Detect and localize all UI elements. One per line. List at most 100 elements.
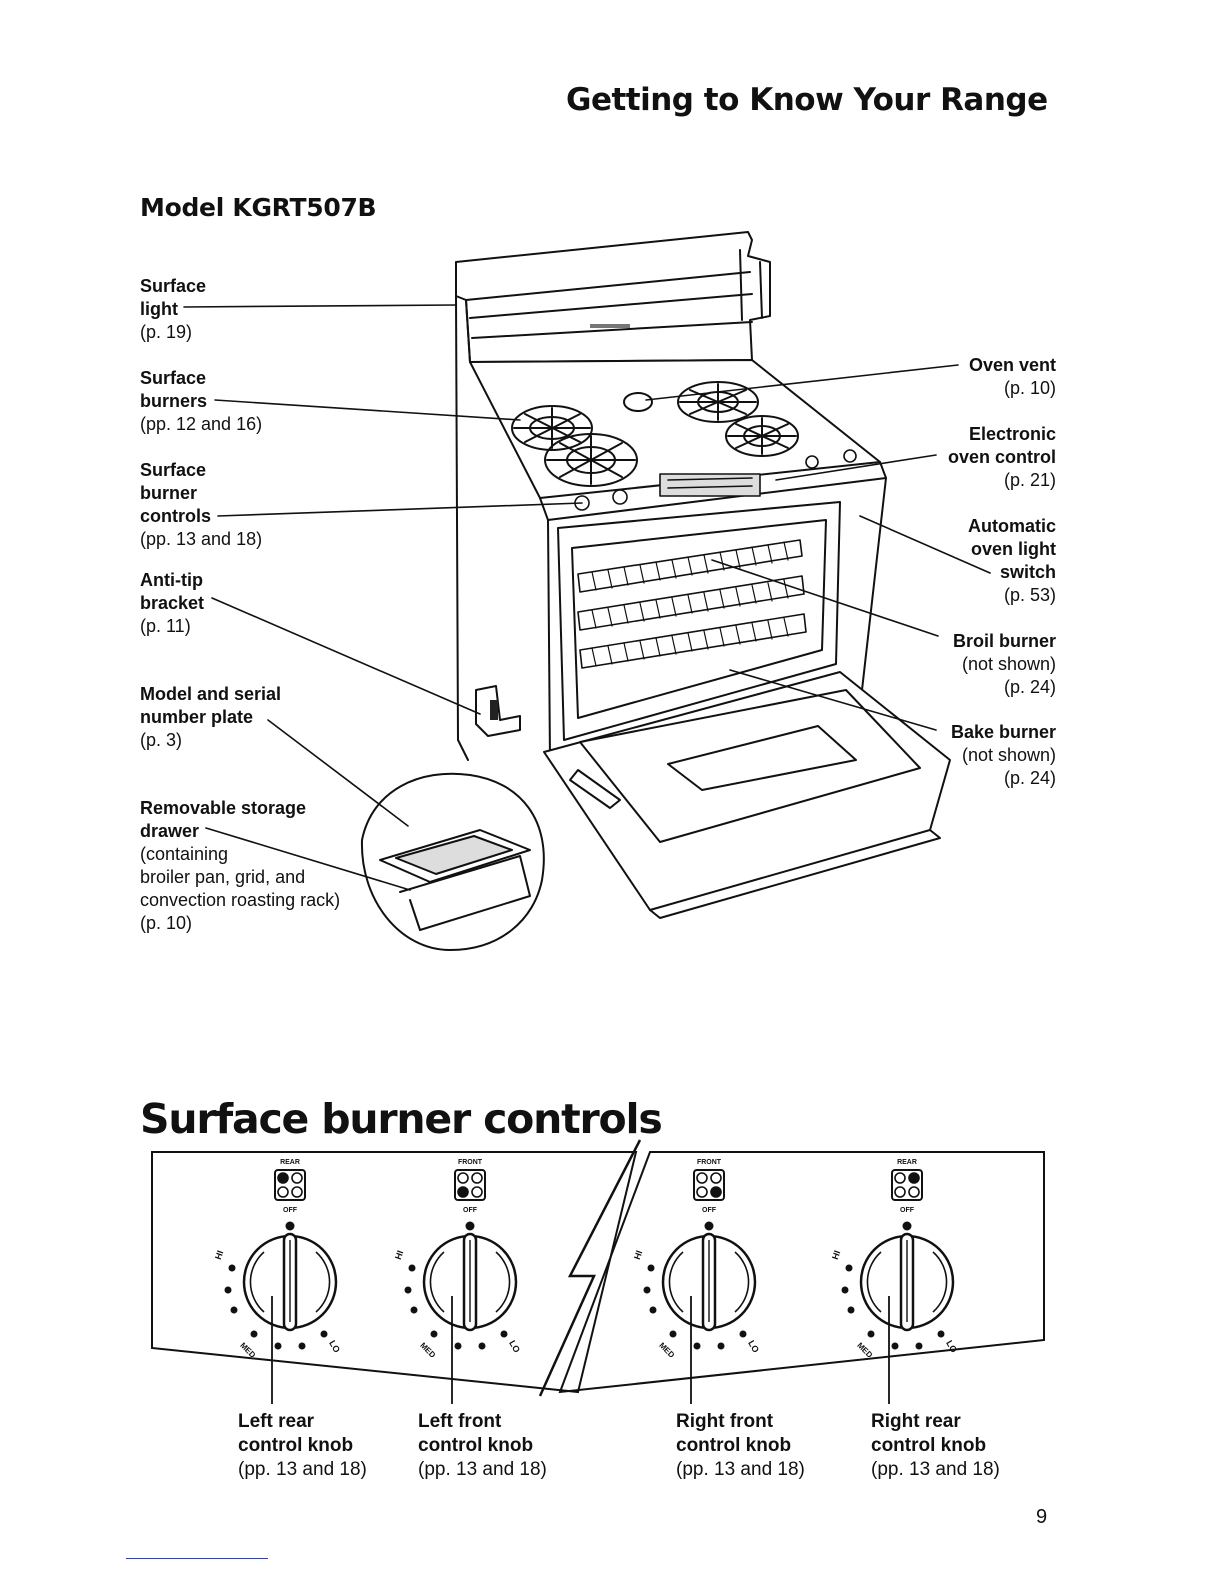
knob-label-left-front: Left front control knob (pp. 13 and 18) xyxy=(418,1410,547,1482)
leader-lines xyxy=(183,304,991,891)
burner-indicator-dot xyxy=(291,1186,303,1198)
burner-grates xyxy=(511,381,799,487)
callout-label: Surface xyxy=(140,276,207,296)
heat-setting-dot xyxy=(230,1306,238,1314)
callout-label: light xyxy=(140,299,178,319)
knob-rim-arc xyxy=(668,1251,684,1313)
burner-indicator-icon xyxy=(274,1169,306,1201)
burner-position-label: REAR xyxy=(897,1159,917,1166)
callout-page-ref: (p. 19) xyxy=(140,322,193,342)
callout-oven-vent: Oven vent (p. 10) xyxy=(900,354,1056,400)
heat-setting-dot xyxy=(937,1330,945,1338)
callout-label: Anti-tip xyxy=(140,570,203,590)
callout-label: Oven vent xyxy=(968,355,1056,375)
knob-rim-arc xyxy=(429,1251,445,1313)
off-position-dot xyxy=(285,1221,295,1231)
callout-page-ref: (not shown) xyxy=(961,654,1056,674)
heat-setting-dot xyxy=(454,1342,462,1350)
heat-setting-dot xyxy=(228,1264,236,1272)
callout-page-ref: (pp. 13 and 18) xyxy=(140,529,263,549)
knob-rim-arc xyxy=(315,1251,331,1313)
left-panel-outline xyxy=(151,1151,638,1394)
callout-page-ref: (not shown) xyxy=(961,745,1056,765)
burner-indicator-dot xyxy=(696,1172,708,1184)
heat-setting-dot xyxy=(320,1330,328,1338)
storage-drawer-inset xyxy=(360,772,545,951)
med-label: MED xyxy=(855,1341,874,1360)
med-label: MED xyxy=(418,1341,437,1360)
callout-label: oven light xyxy=(971,539,1056,559)
model-heading: Model KGRT507B xyxy=(140,193,377,222)
burner-indicator-icon xyxy=(891,1169,923,1201)
callout-page-ref: (p. 10) xyxy=(140,913,193,933)
callout-anti-tip-bracket: Anti-tip bracket (p. 11) xyxy=(140,569,204,638)
callout-page-ref: (p. 11) xyxy=(140,616,191,636)
lo-label: LO xyxy=(944,1339,959,1355)
burner-indicator-dot xyxy=(710,1172,722,1184)
callout-label: Model and serial xyxy=(140,684,282,704)
burner-indicator-dot xyxy=(908,1186,920,1198)
knob-name: Left front xyxy=(418,1411,502,1432)
callout-label: Broil burner xyxy=(952,631,1056,651)
off-label: OFF xyxy=(900,1207,915,1214)
callout-storage-drawer: Removable storage drawer (containing bro… xyxy=(140,797,340,935)
knob-rim-arc xyxy=(932,1251,948,1313)
heat-setting-dot xyxy=(410,1306,418,1314)
heat-setting-dot xyxy=(643,1286,651,1294)
heat-setting-dot xyxy=(915,1342,923,1350)
burner-indicator-dot xyxy=(696,1186,708,1198)
callout-page-ref: broiler pan, grid, and xyxy=(140,867,306,887)
knob-label-right-rear: Right rear control knob (pp. 13 and 18) xyxy=(871,1410,1000,1482)
burner-indicator-icon xyxy=(454,1169,486,1201)
burner-indicator-dot xyxy=(277,1172,289,1184)
panel-break-symbol xyxy=(538,1139,642,1397)
callout-page-ref: (p. 10) xyxy=(1003,378,1056,398)
callout-model-serial-plate: Model and serial number plate (p. 3) xyxy=(140,683,281,752)
burner-position-label: FRONT xyxy=(697,1159,722,1166)
off-position-dot xyxy=(465,1221,475,1231)
hi-label: HI xyxy=(830,1249,842,1261)
callout-surface-light: Surface light (p. 19) xyxy=(140,275,206,344)
heat-setting-dot xyxy=(649,1306,657,1314)
controls-section-title: Surface burner controls xyxy=(140,1095,663,1143)
callout-bake-burner: Bake burner (not shown) (p. 24) xyxy=(900,721,1056,790)
knob-page-ref: (pp. 13 and 18) xyxy=(418,1459,547,1480)
burner-indicator-dot xyxy=(471,1186,483,1198)
hi-label: HI xyxy=(632,1249,644,1261)
knob-type: control knob xyxy=(676,1435,792,1456)
heat-setting-dot xyxy=(430,1330,438,1338)
heat-setting-dot xyxy=(274,1342,282,1350)
callout-label: Electronic xyxy=(968,424,1056,444)
heat-setting-dot xyxy=(739,1330,747,1338)
knob-rim-arc xyxy=(866,1251,882,1313)
callout-page-ref: (p. 53) xyxy=(1003,585,1056,605)
callout-page-ref: (containing xyxy=(140,844,229,864)
callout-label: oven control xyxy=(947,447,1056,467)
knob-page-ref: (pp. 13 and 18) xyxy=(676,1459,805,1480)
backguard xyxy=(455,231,771,363)
callout-page-ref: (p. 24) xyxy=(1003,768,1056,788)
heat-setting-dot xyxy=(250,1330,258,1338)
burner-position-label: REAR xyxy=(280,1159,300,1166)
callout-label: bracket xyxy=(140,593,205,613)
off-label: OFF xyxy=(283,1207,298,1214)
knob-type: control knob xyxy=(238,1435,354,1456)
knob-type: control knob xyxy=(418,1435,534,1456)
right-panel-outline xyxy=(558,1151,1045,1394)
callout-page-ref: (pp. 12 and 16) xyxy=(140,414,263,434)
burner-indicator-dot xyxy=(710,1186,722,1198)
heat-setting-dot xyxy=(841,1286,849,1294)
heat-setting-dot xyxy=(845,1264,853,1272)
knob-name: Right rear xyxy=(871,1411,961,1432)
callout-broil-burner: Broil burner (not shown) (p. 24) xyxy=(900,630,1056,699)
callout-page-ref: (p. 24) xyxy=(1003,677,1056,697)
knob-rim-arc xyxy=(734,1251,750,1313)
lo-label: LO xyxy=(327,1339,342,1355)
burner-indicator-icon xyxy=(693,1169,725,1201)
control-panel xyxy=(574,449,857,511)
callout-page-ref: convection roasting rack) xyxy=(140,890,341,910)
callout-label: controls xyxy=(140,506,212,526)
callout-label: Automatic xyxy=(967,516,1056,536)
